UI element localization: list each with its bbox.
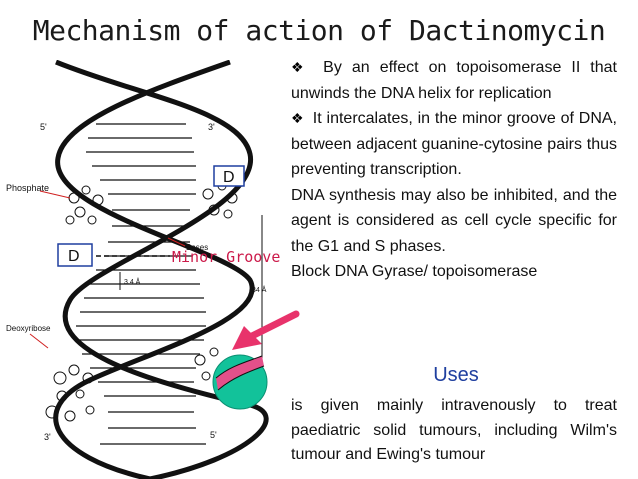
gyrase-line: Block DNA Gyrase/ topoisomerase — [291, 263, 538, 280]
label-bases: Bases — [186, 243, 208, 252]
bullet-1-glyph: ❖ — [291, 59, 310, 75]
arrow-phosphate — [39, 190, 71, 199]
arrow-bases — [167, 237, 186, 247]
minor-groove-label: Minor Groove — [172, 248, 280, 266]
bullet-1: ❖ By an effect on topoisomerase II that … — [291, 55, 617, 106]
label-3prime-top: 3' — [208, 122, 215, 132]
pink-arrow — [232, 310, 300, 350]
backbone-rings-left — [45, 185, 104, 422]
bullet-2-text: It intercalates, in the minor groove of … — [291, 110, 617, 178]
label-3prime-bottom: 3' — [44, 432, 51, 442]
arrow-deoxyribose — [29, 333, 49, 349]
uses-heading: Uses — [433, 364, 479, 386]
d-label-lower: D — [68, 248, 80, 265]
dna-helix-diagram: 5' 3' Phosphate Bases Deoxyribose 3' 5' … — [6, 60, 300, 479]
slide-title: Mechanism of action of Dactinomycin — [32, 14, 606, 47]
minor-measure-label: 3.4 Å — [124, 277, 141, 286]
backbone-strand-2 — [53, 60, 255, 479]
uses-text: is given mainly intravenously to treat p… — [291, 397, 617, 463]
d-box-upper — [213, 165, 245, 187]
backbone-rings-right — [194, 181, 238, 381]
drug-molecule — [212, 354, 268, 410]
d-box-lower — [57, 243, 93, 267]
base-pair-rungs — [76, 123, 206, 445]
mechanism-text-block: ❖ By an effect on topoisomerase II that … — [291, 55, 617, 285]
label-phosphate: Phosphate — [6, 183, 49, 193]
backbone-strand-1 — [55, 60, 269, 479]
bullet-1-text: By an effect on topoisomerase II that un… — [291, 59, 617, 102]
label-deoxyribose: Deoxyribose — [6, 324, 51, 333]
label-5prime-bottom: 5' — [210, 430, 217, 440]
d-label-upper: D — [223, 169, 235, 186]
synthesis-paragraph: DNA synthesis may also be inhibited, and… — [291, 186, 617, 255]
major-measure-label: 34 Å — [252, 285, 267, 294]
bullet-2-glyph: ❖ — [291, 110, 304, 126]
bullet-2: ❖ It intercalates, in the minor groove o… — [291, 106, 617, 183]
label-5prime-top: 5' — [40, 122, 47, 132]
